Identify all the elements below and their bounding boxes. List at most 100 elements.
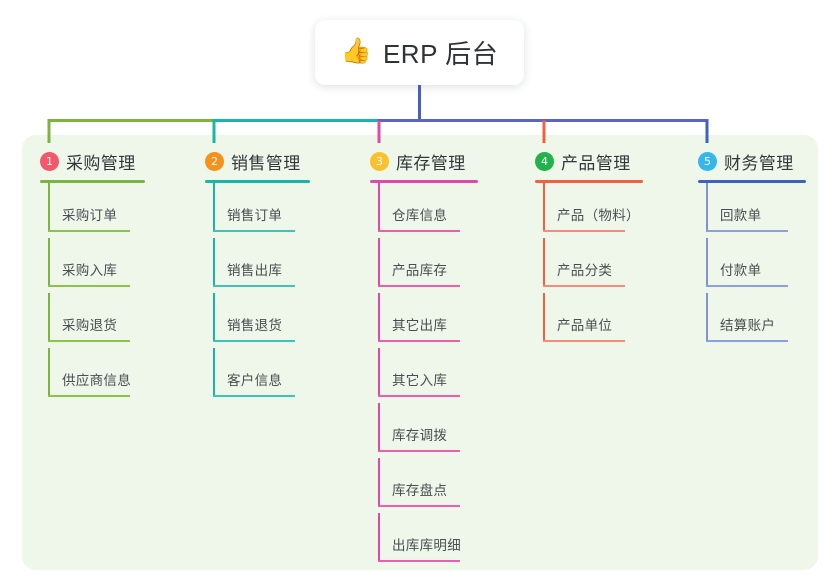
item-label: 结算账户 (720, 318, 776, 333)
diagram-panel (22, 135, 818, 570)
item-underline (378, 560, 460, 562)
item-label: 产品分类 (557, 263, 613, 278)
branch-header-1[interactable]: 1 采购管理 (40, 144, 136, 178)
item-underline (378, 395, 460, 397)
item-connector (48, 293, 50, 342)
item-connector (378, 513, 380, 562)
item-connector (378, 238, 380, 287)
item-connector (378, 348, 380, 397)
branch-item[interactable]: 产品（物料） (535, 183, 645, 238)
branch-item[interactable]: 回款单 (698, 183, 808, 238)
item-connector (213, 238, 215, 287)
branch-item[interactable]: 采购入库 (40, 238, 150, 293)
branch-item[interactable]: 结算账户 (698, 293, 808, 348)
thumbs-up-icon: 👍 (340, 37, 372, 65)
item-label: 回款单 (720, 208, 762, 223)
branch-title: 产品管理 (561, 153, 631, 173)
item-connector (48, 183, 50, 232)
branch-number-badge: 2 (205, 151, 224, 171)
item-label: 销售退货 (227, 318, 283, 333)
branch-underline (205, 180, 310, 183)
item-underline (213, 230, 295, 232)
item-connector (48, 348, 50, 397)
item-label: 采购入库 (62, 263, 118, 278)
item-underline (213, 285, 295, 287)
item-underline (543, 340, 625, 342)
branch-number-badge: 5 (698, 151, 717, 171)
branch-item[interactable]: 客户信息 (205, 348, 315, 403)
item-label: 付款单 (720, 263, 762, 278)
item-underline (543, 230, 625, 232)
item-label: 销售订单 (227, 208, 283, 223)
item-label: 采购退货 (62, 318, 118, 333)
item-label: 客户信息 (227, 373, 283, 388)
branch-underline (40, 180, 145, 183)
item-connector (378, 293, 380, 342)
branch-underline (698, 180, 806, 183)
item-label: 其它入库 (392, 373, 448, 388)
item-underline (213, 340, 295, 342)
item-underline (378, 285, 460, 287)
branch-column: 5 财务管理回款单付款单结算账户 (698, 144, 806, 342)
item-underline (706, 230, 788, 232)
item-label: 销售出库 (227, 263, 283, 278)
item-label: 库存调拨 (392, 428, 448, 443)
branch-item[interactable]: 库存盘点 (370, 458, 480, 513)
item-connector (543, 238, 545, 287)
item-label: 产品（物料） (557, 208, 640, 223)
branch-title: 采购管理 (66, 153, 136, 173)
branch-header-5[interactable]: 5 财务管理 (698, 144, 794, 178)
branch-item[interactable]: 付款单 (698, 238, 808, 293)
item-connector (543, 183, 545, 232)
item-underline (378, 450, 460, 452)
item-underline (48, 285, 130, 287)
branch-item[interactable]: 销售退货 (205, 293, 315, 348)
item-label: 供应商信息 (62, 373, 131, 388)
branch-item[interactable]: 销售订单 (205, 183, 315, 238)
branch-item[interactable]: 仓库信息 (370, 183, 480, 238)
item-label: 产品库存 (392, 263, 448, 278)
item-connector (378, 403, 380, 452)
item-connector (213, 293, 215, 342)
branch-item[interactable]: 产品分类 (535, 238, 645, 293)
branch-item[interactable]: 其它入库 (370, 348, 480, 403)
branch-item[interactable]: 供应商信息 (40, 348, 150, 403)
branch-item[interactable]: 产品单位 (535, 293, 645, 348)
root-node[interactable]: 👍 ERP 后台 (315, 20, 524, 85)
branch-item[interactable]: 出库库明细 (370, 513, 480, 568)
item-connector (48, 238, 50, 287)
item-connector (378, 183, 380, 232)
branch-item[interactable]: 库存调拨 (370, 403, 480, 458)
branch-number-badge: 4 (535, 151, 554, 171)
item-underline (378, 230, 460, 232)
item-underline (706, 340, 788, 342)
branch-item[interactable]: 采购退货 (40, 293, 150, 348)
branch-header-4[interactable]: 4 产品管理 (535, 144, 631, 178)
branch-item[interactable]: 其它出库 (370, 293, 480, 348)
branch-title: 财务管理 (724, 153, 794, 173)
branch-underline (535, 180, 643, 183)
item-connector (213, 183, 215, 232)
item-label: 出库库明细 (392, 538, 461, 553)
branch-item[interactable]: 销售出库 (205, 238, 315, 293)
branch-number-badge: 1 (40, 151, 59, 171)
item-underline (48, 395, 130, 397)
item-label: 库存盘点 (392, 483, 448, 498)
branch-item[interactable]: 产品库存 (370, 238, 480, 293)
item-underline (48, 230, 130, 232)
branch-underline (370, 180, 478, 183)
branch-number-badge: 3 (370, 151, 389, 171)
item-underline (48, 340, 130, 342)
branch-column: 4 产品管理产品（物料） 产品分类产品单位 (535, 144, 643, 342)
item-underline (706, 285, 788, 287)
item-underline (543, 285, 625, 287)
item-underline (378, 505, 460, 507)
branch-item[interactable]: 采购订单 (40, 183, 150, 238)
item-label: 产品单位 (557, 318, 613, 333)
